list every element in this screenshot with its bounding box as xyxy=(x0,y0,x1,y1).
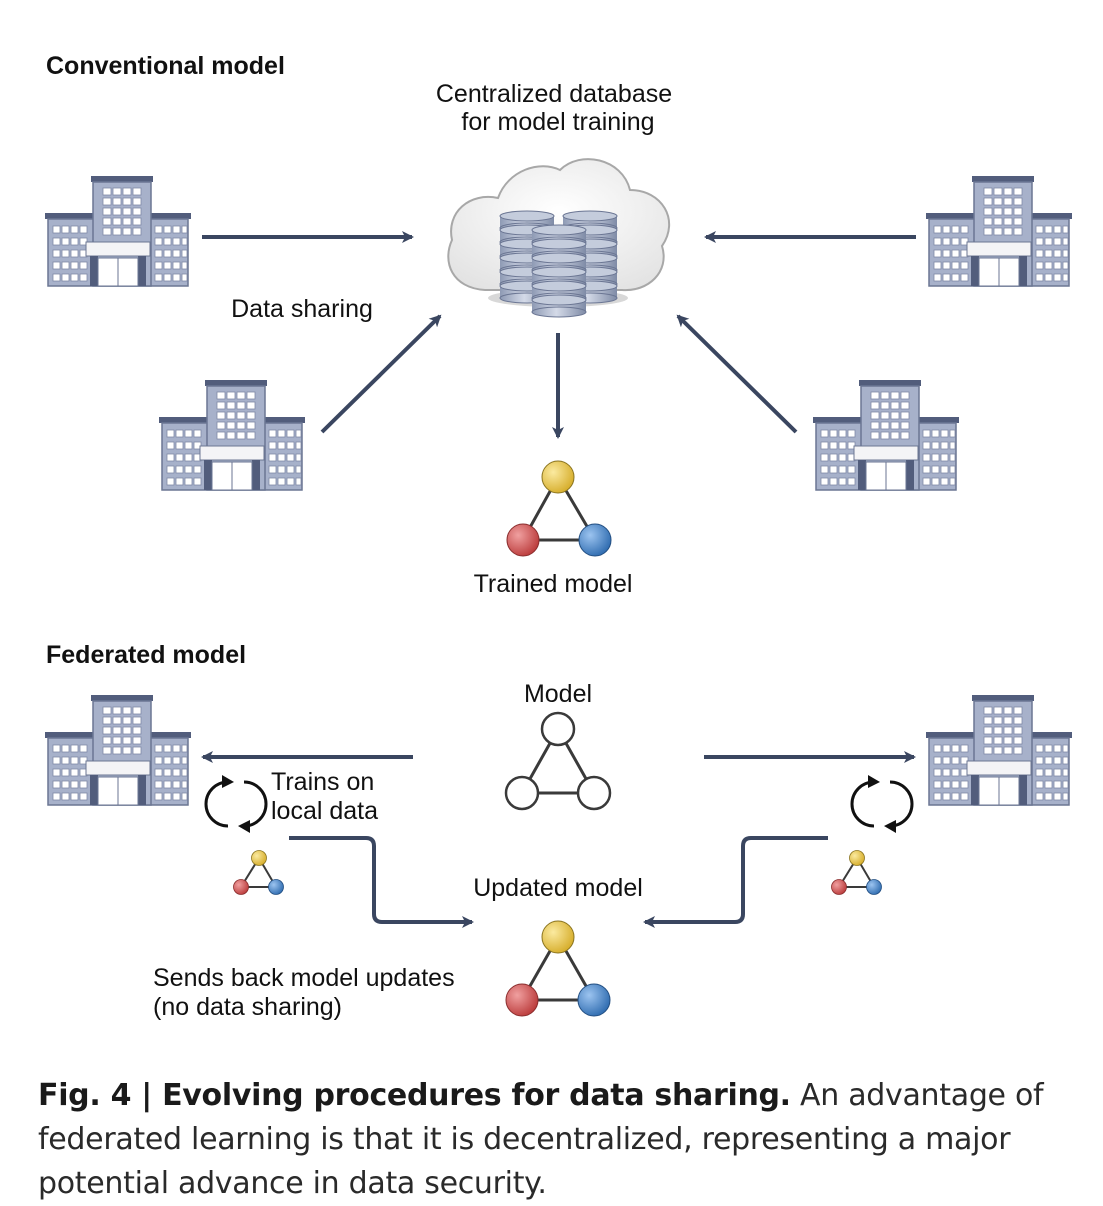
trains-on-label-line2: local data xyxy=(271,797,378,825)
trained-model-icon xyxy=(506,460,612,557)
figure-caption: Fig. 4 | Evolving procedures for data sh… xyxy=(38,1074,1088,1206)
sends-back-label-line1: Sends back model updates xyxy=(153,964,455,992)
local-training-cycle-icon xyxy=(204,773,268,835)
hospital-building-icon xyxy=(925,694,1073,806)
local-model-icon xyxy=(831,850,882,895)
hospital-building-icon xyxy=(158,379,306,491)
caption-text: An advantage of federated learning is th… xyxy=(38,1078,1044,1201)
trains-on-label-line1: Trains on xyxy=(271,768,374,796)
data-sharing-label: Data sharing xyxy=(231,295,373,323)
figure-title: Fig. 4 | Evolving procedures for data sh… xyxy=(38,1078,791,1113)
global-model-icon xyxy=(504,711,612,811)
hospital-building-icon xyxy=(925,175,1073,287)
sends-back-label-line2: (no data sharing) xyxy=(153,993,342,1021)
data-sharing-arrow xyxy=(320,314,442,434)
model-update-arrow xyxy=(643,836,828,928)
hospital-building-icon xyxy=(812,379,960,491)
data-sharing-arrow xyxy=(676,314,798,434)
conventional-heading: Conventional model xyxy=(46,52,285,80)
database-label-line2: for model training xyxy=(461,108,654,136)
updated-model-icon xyxy=(505,920,611,1017)
trained-model-label: Trained model xyxy=(474,570,633,598)
cloud-database-icon xyxy=(447,158,671,317)
updated-model-label: Updated model xyxy=(473,874,643,902)
model-update-arrow xyxy=(289,836,474,928)
federated-heading: Federated model xyxy=(46,641,246,669)
local-training-cycle-icon xyxy=(850,773,914,835)
hospital-building-icon xyxy=(44,175,192,287)
hospital-building-icon xyxy=(44,694,192,806)
model-label: Model xyxy=(524,680,592,708)
local-model-icon xyxy=(233,850,284,895)
database-label-line1: Centralized database xyxy=(436,80,672,108)
